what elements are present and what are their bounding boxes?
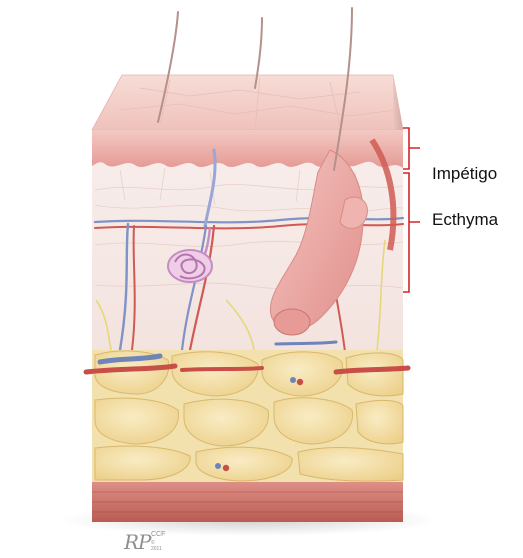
signature-initials: RP [124,530,151,554]
impetigo-label: Impétigo [432,164,497,184]
artist-signature: RP CCF © 2011 [124,530,151,554]
signature-year: © 2011 [151,540,162,552]
impetigo-bracket [403,128,420,169]
signature-org: CCF [151,531,165,538]
skin-surface-top [92,75,403,130]
layer-brackets [403,128,420,292]
ecthyma-bracket [403,173,420,292]
epidermis-layer [92,130,403,168]
ecthyma-label: Ecthyma [432,210,498,230]
